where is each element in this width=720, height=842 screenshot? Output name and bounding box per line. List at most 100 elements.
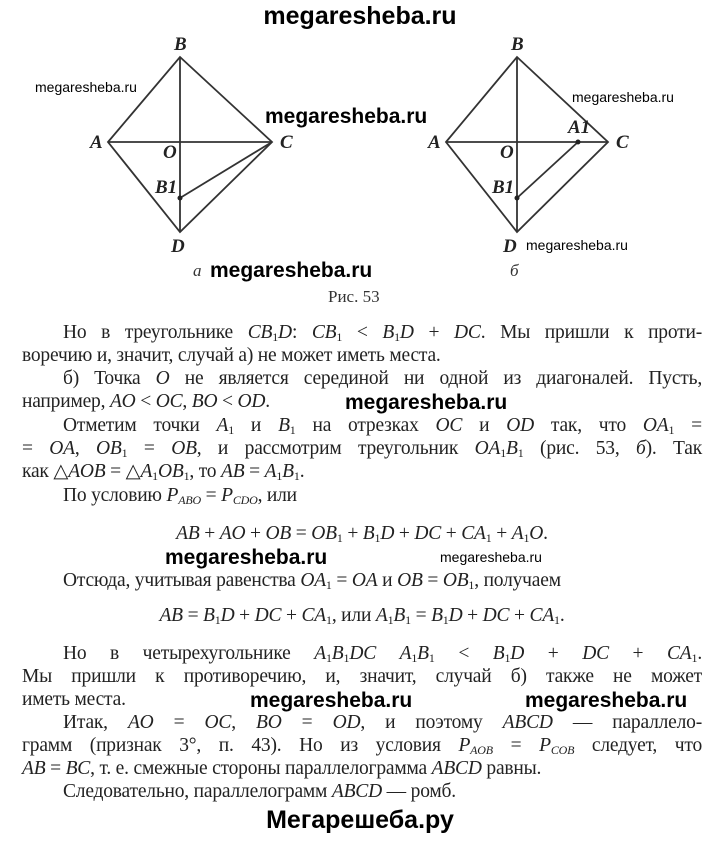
text-line: AB = BC, т. е. смежные стороны параллело… <box>22 758 702 780</box>
math-symbol: AB <box>176 523 200 544</box>
text-line: Итак, AO = OC, BO = OD, и поэтому ABCD —… <box>22 712 702 734</box>
math-symbol: OD <box>332 712 361 733</box>
point-a1 <box>575 139 581 145</box>
site-watermark-title: megaresheba.ru <box>263 2 457 30</box>
text-run: = <box>182 605 204 626</box>
math-symbol: A <box>314 643 326 664</box>
math-subscript: COB <box>550 743 575 757</box>
text-run: — параллело- <box>552 712 702 733</box>
text-run: Итак, <box>63 712 128 733</box>
math-subscript: 1 <box>691 651 698 665</box>
math-subscript: 1 <box>325 651 332 665</box>
math-subscript: 1 <box>121 446 128 460</box>
text-run: , то <box>189 461 222 482</box>
label-b: B <box>510 34 524 55</box>
math-subscript: 1 <box>387 613 394 627</box>
label-b1: B1 <box>491 177 514 198</box>
math-subscript: 1 <box>152 469 158 483</box>
math-symbol: AO <box>219 523 246 544</box>
math-subscript: 1 <box>214 613 221 627</box>
text-run: например, <box>22 391 110 412</box>
math-subscript: 1 <box>326 613 332 627</box>
math-symbol: OC <box>204 712 232 733</box>
formula: AB = B1D + DC + CA1, или A1B1 = B1D + DC… <box>22 605 702 627</box>
label-a1: A1 <box>567 117 590 138</box>
math-symbol: B <box>203 605 215 626</box>
text-run: + <box>509 605 530 626</box>
math-subscript: 1 <box>228 423 235 437</box>
text-run: и <box>462 415 507 436</box>
math-symbol: ABCD <box>331 781 382 802</box>
math-symbol: BO <box>191 391 218 412</box>
math-symbol: OC <box>435 415 463 436</box>
math-symbol: B <box>282 461 294 482</box>
text-run: , и поэтому <box>360 712 503 733</box>
watermark: megaresheba.ru <box>210 259 373 282</box>
math-symbol: OC <box>155 391 183 412</box>
text-line: = OA, OB1 = OB, и рассмотрим треугольник… <box>22 438 702 460</box>
text-run: = <box>22 438 50 459</box>
text-run: = <box>244 461 265 482</box>
math-subscript: ABO <box>178 493 201 507</box>
math-subscript: 1 <box>336 531 343 545</box>
math-subscript: 1 <box>289 423 296 437</box>
label-a: A <box>89 132 103 153</box>
text-run: следует, что <box>574 735 703 756</box>
text-run: + <box>462 605 483 626</box>
math-symbol: O <box>529 523 544 544</box>
segment-b1c <box>179 141 273 199</box>
text-run: По условию <box>63 485 167 506</box>
math-subscript: 1 <box>668 423 675 437</box>
watermark: megaresheba.ru <box>525 689 688 712</box>
point-b1 <box>177 195 183 201</box>
math-symbol: A <box>216 415 229 436</box>
math-symbol: OA <box>474 438 501 459</box>
math-symbol: A <box>399 643 412 664</box>
math-symbol: CB <box>311 322 337 343</box>
math-symbol: D <box>448 605 463 626</box>
watermark: megaresheba.ru <box>572 89 674 105</box>
math-subscript: 1 <box>183 469 190 483</box>
math-symbol: D <box>380 523 395 544</box>
text-run: = <box>281 712 333 733</box>
text-run: + <box>199 523 220 544</box>
segment-a1b1 <box>516 141 579 199</box>
math-subscript: 1 <box>394 330 400 344</box>
math-symbol: AOB <box>68 461 106 482</box>
text-run: , или <box>257 485 298 506</box>
watermark: megaresheba.ru <box>526 237 628 253</box>
text-line: как △AOB = △A1OB1, то AB = A1B1. <box>22 461 702 483</box>
math-symbol: OD <box>237 391 266 412</box>
math-symbol: D <box>220 605 235 626</box>
math-symbol: DC <box>582 643 609 664</box>
text-run: равны. <box>481 758 542 779</box>
math-subscript: 1 <box>325 578 332 592</box>
text-run <box>376 643 400 664</box>
math-subscript: CDO <box>232 493 258 507</box>
math-symbol: D <box>278 322 292 343</box>
label-o: O <box>500 142 514 163</box>
text-run: + <box>394 523 415 544</box>
text-run: = <box>153 712 205 733</box>
label-d: D <box>170 236 185 257</box>
text-line: Отметим точки A1 и B1 на отрезках OC и O… <box>22 415 702 437</box>
text-line: например, AO < OC, BO < OD. <box>22 391 702 413</box>
math-symbol: DC <box>414 523 442 544</box>
math-symbol: P <box>221 485 233 506</box>
math-symbol: DC <box>482 605 510 626</box>
text-run: + <box>281 605 302 626</box>
math-subscript: 1 <box>405 613 411 627</box>
math-subscript: 1 <box>504 651 511 665</box>
text-run: , или <box>331 605 376 626</box>
text-run: б) Точка <box>63 368 156 389</box>
label-b: B <box>173 34 187 55</box>
math-symbol: AO <box>109 391 136 412</box>
math-subscript: 1 <box>500 446 507 460</box>
watermark: megaresheba.ru <box>265 105 428 128</box>
math-symbol: B <box>278 415 290 436</box>
text-line: Отсюда, учитывая равенства OA1 = OA и OB… <box>22 570 702 592</box>
text-run: + <box>491 523 512 544</box>
text-run: = △ <box>105 461 141 482</box>
text-run: + <box>234 605 255 626</box>
math-symbol: OB <box>442 570 469 591</box>
